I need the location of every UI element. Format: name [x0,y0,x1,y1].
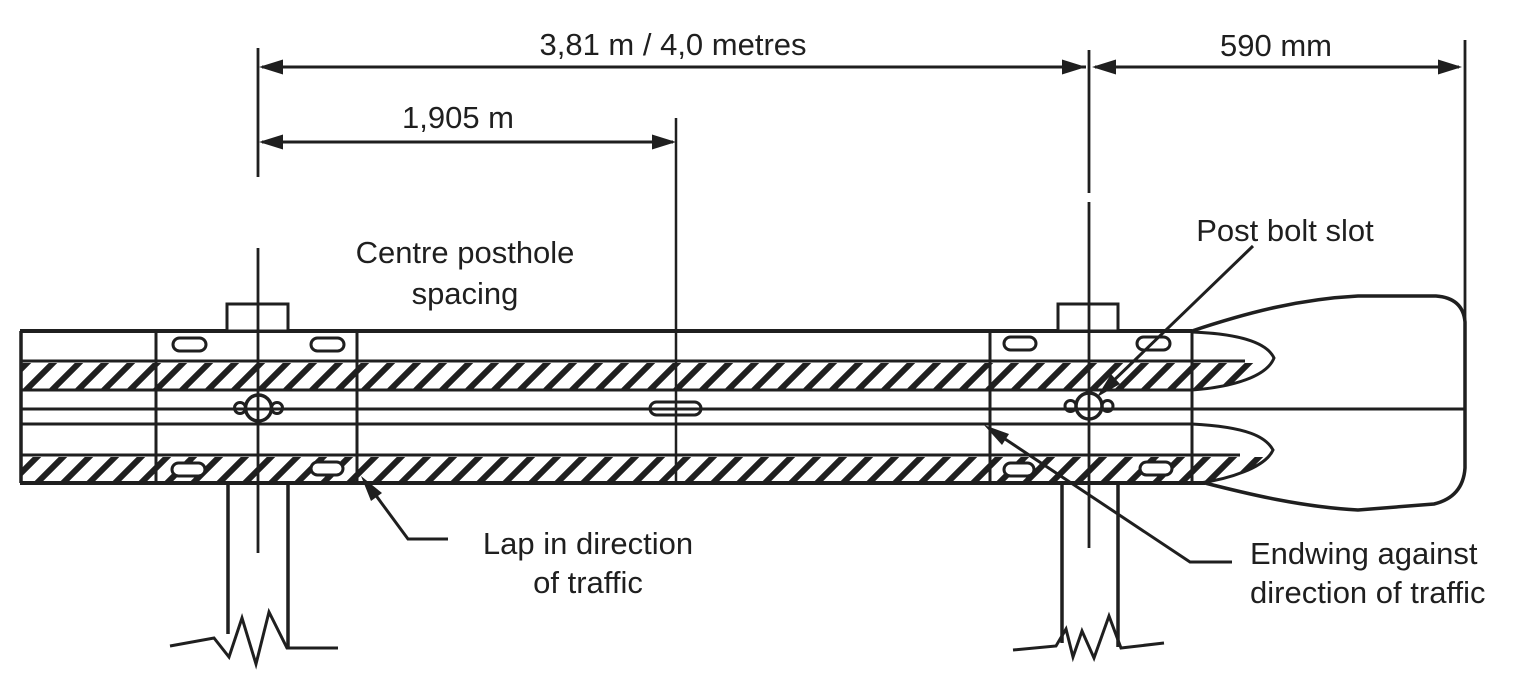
slot [309,460,345,477]
break-line-icon [1012,611,1165,663]
dimension-endwing [1092,40,1467,470]
arrowhead-right-icon [1062,59,1086,75]
label-centre-posthole-line1: Centre posthole [356,235,575,270]
upper-hatch-band [21,363,1192,389]
leader-endwing [984,425,1232,564]
break-line-icon [169,607,338,670]
beam-lap-lines [19,118,1194,483]
dimension-half-label: 1,905 m [402,100,514,135]
rail-end-bullet-top [1191,330,1276,392]
beam-hatching [21,363,1274,482]
label-endwing-line2: direction of traffic [1250,575,1485,610]
lower-hatch-band [21,457,1192,482]
beam-rails [20,329,1465,485]
label-centre-posthole-line2: spacing [412,276,519,311]
leader-arrowhead-icon [984,425,1009,445]
arrowhead-left-icon [259,59,283,75]
dimension-endwing-label: 590 mm [1220,28,1332,63]
leader-line [364,481,448,541]
leader-arrowhead-icon [1097,374,1120,397]
top-band-slots [171,335,1172,353]
right-post [1012,202,1165,663]
slot [1138,460,1174,477]
left-post [169,248,338,670]
leader-arrowhead-icon [361,476,382,501]
slot [170,461,207,478]
endwing [1191,294,1467,512]
slot [309,336,346,353]
label-endwing-line1: Endwing against [1250,536,1478,571]
dimension-half-spacing [259,134,676,150]
leader-lap [361,476,448,541]
leader-line [989,427,1232,564]
arrowhead-right-icon [1438,59,1462,75]
endwing-outline [1191,294,1467,512]
slot [171,336,208,353]
arrowhead-left-icon [259,134,283,150]
slot [1002,461,1036,478]
upper-bullet-hatch [1192,363,1274,389]
lower-band-slots [170,460,1174,478]
arrowhead-left-icon [1092,59,1116,75]
label-lap-line2: of traffic [533,565,643,600]
dimension-overall [256,48,1091,193]
leader-line [1106,244,1255,388]
label-post-bolt-slot: Post bolt slot [1196,213,1374,248]
rail-end-bullet-bottom [1191,422,1275,485]
label-lap-line1: Lap in direction [483,526,693,561]
leader-post-bolt-slot [1097,244,1255,397]
dimension-overall-label: 3,81 m / 4,0 metres [539,27,806,62]
arrowhead-right-icon [652,134,676,150]
slot [1002,335,1038,352]
